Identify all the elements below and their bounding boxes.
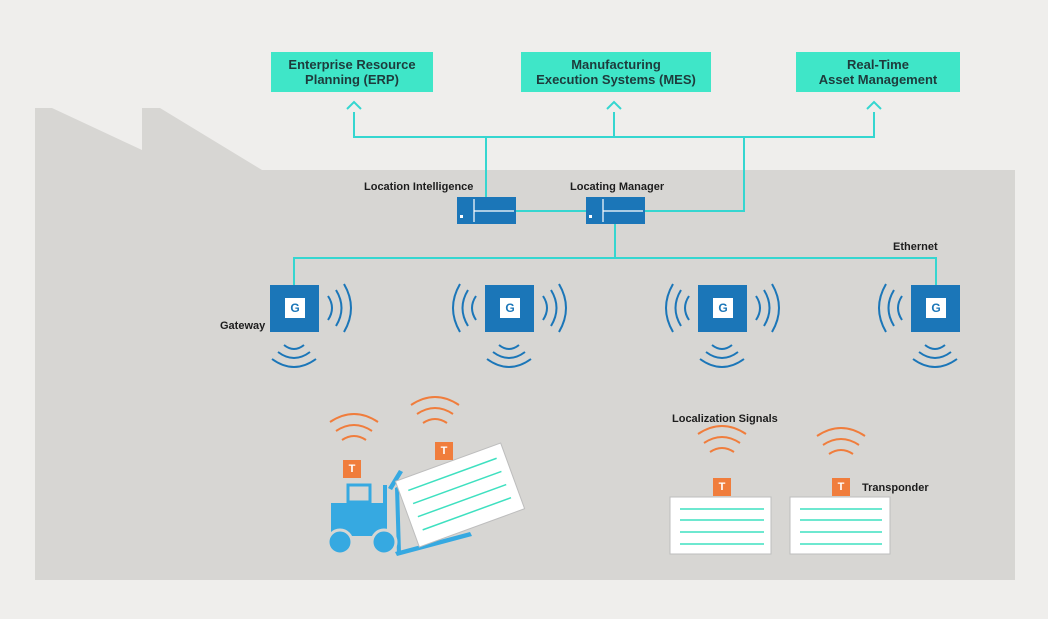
- gateway-letter: G: [285, 298, 305, 318]
- location-intelligence-server-icon: [457, 197, 516, 224]
- wireless-signal-icon: [271, 283, 958, 368]
- factory-silhouette: [35, 108, 1015, 580]
- transponder-label: Transponder: [862, 482, 929, 494]
- asset-line-2: Asset Management: [818, 72, 938, 87]
- transponder-tag-icon: T: [832, 478, 850, 496]
- location-intelligence-label: Location Intelligence: [364, 181, 474, 193]
- pallet-icon: [789, 496, 891, 555]
- pallet-icon: [394, 442, 526, 548]
- locating-manager-label: Locating Manager: [570, 181, 665, 193]
- transponder-tag-icon: T: [713, 478, 731, 496]
- transponder-tag-icon: T: [435, 442, 453, 460]
- mes-line-1: Manufacturing: [571, 57, 661, 72]
- mes-system-box: Manufacturing Execution Systems (MES): [521, 52, 711, 92]
- gateway-letter: G: [713, 298, 733, 318]
- transponder-tag-icon: T: [343, 460, 361, 478]
- asset-line-1: Real-Time: [847, 57, 909, 72]
- locating-manager-server-icon: [586, 197, 645, 224]
- forklift-icon: [326, 470, 472, 556]
- erp-line-1: Enterprise Resource: [288, 57, 416, 72]
- gateway-letter: G: [500, 298, 520, 318]
- mes-line-2: Execution Systems (MES): [536, 72, 696, 87]
- asset-management-box: Real-Time Asset Management: [796, 52, 960, 92]
- erp-line-2: Planning (ERP): [305, 72, 399, 87]
- gateway-label: Gateway: [220, 320, 266, 332]
- ethernet-label: Ethernet: [893, 241, 938, 253]
- gateway-letter: G: [926, 298, 946, 318]
- localization-signals-label: Localization Signals: [672, 413, 778, 425]
- pallet-icon: [669, 496, 772, 555]
- wireless-signal-icon: [329, 396, 866, 455]
- erp-system-box: Enterprise Resource Planning (ERP): [271, 52, 433, 92]
- system-connectors: [293, 100, 937, 285]
